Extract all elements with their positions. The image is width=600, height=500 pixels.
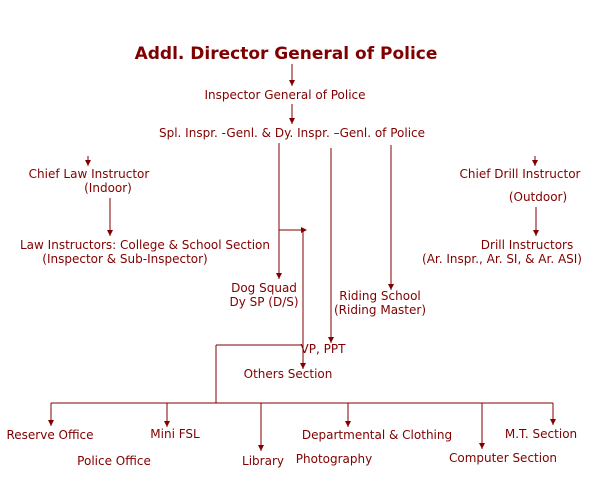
node-law-instructors: Law Instructors: College & School Sectio… [20, 238, 270, 252]
link-dog-branch-arrowhead [301, 227, 307, 233]
node-chief-law-instructor: Chief Law Instructor [28, 167, 150, 181]
link-chief-law-to-law-instructors-arrowhead [107, 230, 113, 236]
node-dog-squad-sub: Dy SP (D/S) [229, 295, 299, 309]
node-chief-law-instructor-sub: (Indoor) [84, 181, 132, 195]
link-spl-to-riding-school-arrowhead [388, 284, 394, 290]
leaf-computer-section: Computer Section [448, 451, 558, 465]
node-vp-ppt: VP, PPT [300, 342, 346, 356]
link-to-reserve-office-arrowhead [48, 420, 54, 426]
link-to-departmental-arrowhead [345, 421, 351, 427]
link-into-chief-law-arrowhead [85, 160, 91, 166]
link-into-chief-drill-arrowhead [532, 160, 538, 166]
node-riding-school-sub: (Riding Master) [333, 303, 427, 317]
link-dog-branch-to-vp-arrowhead [300, 363, 306, 369]
node-drill-instructors: Drill Instructors [480, 238, 574, 252]
link-title-to-igp-arrowhead [289, 80, 295, 86]
link-to-library-arrowhead [258, 445, 264, 451]
leaf-police-office: Police Office [77, 454, 151, 468]
link-to-mt-section-arrowhead [550, 419, 556, 425]
node-drill-instructors-sub: (Ar. Inspr., Ar. SI, & Ar. ASI) [422, 252, 582, 266]
chart-title: Addl. Director General of Police [134, 44, 438, 64]
link-to-mini-fsl-arrowhead [164, 421, 170, 427]
link-spl-to-vp-arrowhead [328, 337, 334, 343]
node-dog-squad: Dog Squad [231, 281, 297, 295]
node-spl-inspector-general: Spl. Inspr. -Genl. & Dy. Inspr. –Genl. o… [158, 126, 426, 140]
node-riding-school: Riding School [339, 289, 421, 303]
node-inspector-general: Inspector General of Police [204, 88, 366, 102]
leaf-mini-fsl: Mini FSL [150, 427, 200, 441]
link-to-computer-section-arrowhead [479, 443, 485, 449]
link-igp-to-spl-arrowhead [289, 118, 295, 124]
node-chief-drill-instructor: Chief Drill Instructor [459, 167, 581, 181]
leaf-library: Library [242, 454, 284, 468]
node-others-section: Others Section [243, 367, 333, 381]
link-chief-drill-to-drill-instructors-arrowhead [533, 230, 539, 236]
leaf-departmental-clothing: Departmental & Clothing [301, 428, 453, 442]
node-chief-drill-instructor-sub: (Outdoor) [508, 190, 568, 204]
leaf-photography: Photography [295, 452, 373, 466]
leaf-mt-section: M.T. Section [504, 427, 578, 441]
link-spl-to-dog-squad-arrowhead [276, 273, 282, 279]
leaf-reserve-office: Reserve Office [6, 428, 94, 442]
node-law-instructors-sub: (Inspector & Sub-Inspector) [42, 252, 208, 266]
